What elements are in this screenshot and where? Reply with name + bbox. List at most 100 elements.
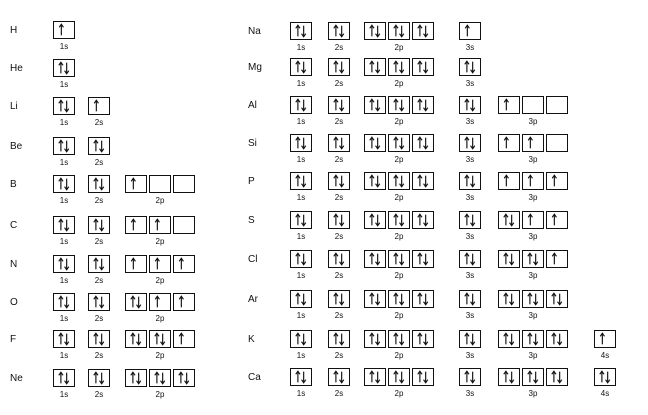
orbital-box <box>522 172 544 190</box>
element-symbol: C <box>10 220 18 231</box>
paired-electron-arrows-icon <box>58 257 70 271</box>
orbital-label: 2s <box>334 117 344 126</box>
element-symbol: Si <box>248 138 257 149</box>
paired-electron-arrows-icon <box>295 60 307 74</box>
orbital-box <box>412 211 434 229</box>
orbital-label: 2s <box>334 232 344 241</box>
paired-electron-arrows-icon <box>393 98 405 112</box>
element-symbol: Be <box>10 141 23 152</box>
orbital-box <box>522 134 544 152</box>
orbital-box <box>290 134 312 152</box>
orbital-label: 2s <box>334 351 344 360</box>
orbital-box <box>53 21 75 39</box>
orbital-box <box>594 368 616 386</box>
paired-electron-arrows-icon <box>58 139 70 153</box>
orbital-box <box>328 172 350 190</box>
orbital-label: 2p <box>394 155 404 164</box>
orbital-box <box>364 330 386 348</box>
orbital-label: 1s <box>59 276 69 285</box>
element-symbol: Al <box>248 100 257 111</box>
paired-electron-arrows-icon <box>393 213 405 227</box>
orbital-box <box>546 134 568 152</box>
orbital-box <box>498 330 520 348</box>
orbital-box <box>328 211 350 229</box>
orbital-box <box>412 22 434 40</box>
orbital-box <box>388 172 410 190</box>
orbital-box <box>88 175 110 193</box>
orbital-box <box>328 368 350 386</box>
paired-electron-arrows-icon <box>503 252 515 266</box>
up-electron-arrow-icon <box>551 252 557 265</box>
paired-electron-arrows-icon <box>393 60 405 74</box>
orbital-label: 3p <box>528 351 538 360</box>
orbital-label: 2p <box>155 196 165 205</box>
orbital-label: 3s <box>465 311 475 320</box>
paired-electron-arrows-icon <box>93 177 105 191</box>
paired-electron-arrows-icon <box>551 292 563 306</box>
orbital-label: 2p <box>394 79 404 88</box>
paired-electron-arrows-icon <box>503 292 515 306</box>
orbital-box <box>53 59 75 77</box>
paired-electron-arrows-icon <box>527 252 539 266</box>
orbital-label: 2p <box>394 117 404 126</box>
orbital-label: 2s <box>94 390 104 399</box>
orbital-box <box>546 368 568 386</box>
paired-electron-arrows-icon <box>58 371 70 385</box>
paired-electron-arrows-icon <box>417 213 429 227</box>
paired-electron-arrows-icon <box>93 371 105 385</box>
orbital-box <box>498 172 520 190</box>
up-electron-arrow-icon <box>527 213 533 226</box>
paired-electron-arrows-icon <box>369 252 381 266</box>
orbital-label: 4s <box>600 389 610 398</box>
orbital-box <box>459 96 481 114</box>
paired-electron-arrows-icon <box>130 295 142 309</box>
orbital-label: 1s <box>59 314 69 323</box>
paired-electron-arrows-icon <box>93 139 105 153</box>
orbital-box <box>290 172 312 190</box>
orbital-label: 2s <box>94 158 104 167</box>
orbital-box <box>88 330 110 348</box>
orbital-box <box>88 97 110 115</box>
orbital-label: 1s <box>296 389 306 398</box>
orbital-label: 1s <box>296 43 306 52</box>
up-electron-arrow-icon <box>464 24 470 37</box>
paired-electron-arrows-icon <box>58 295 70 309</box>
paired-electron-arrows-icon <box>417 60 429 74</box>
orbital-label: 3s <box>465 389 475 398</box>
paired-electron-arrows-icon <box>417 252 429 266</box>
element-symbol: Mg <box>248 62 262 73</box>
orbital-label: 3p <box>528 389 538 398</box>
orbital-box <box>522 290 544 308</box>
orbital-box <box>522 211 544 229</box>
paired-electron-arrows-icon <box>58 99 70 113</box>
orbital-box <box>328 330 350 348</box>
orbital-box <box>459 330 481 348</box>
orbital-label: 3s <box>465 117 475 126</box>
orbital-label: 2p <box>155 390 165 399</box>
orbital-box <box>125 293 147 311</box>
paired-electron-arrows-icon <box>295 98 307 112</box>
paired-electron-arrows-icon <box>417 292 429 306</box>
element-symbol: N <box>10 259 18 270</box>
orbital-label: 1s <box>59 390 69 399</box>
orbital-label: 2p <box>394 232 404 241</box>
orbital-box <box>388 330 410 348</box>
paired-electron-arrows-icon <box>333 292 345 306</box>
orbital-label: 2s <box>334 389 344 398</box>
orbital-label: 1s <box>59 237 69 246</box>
paired-electron-arrows-icon <box>295 370 307 384</box>
orbital-box <box>328 22 350 40</box>
orbital-box <box>328 250 350 268</box>
paired-electron-arrows-icon <box>93 218 105 232</box>
paired-electron-arrows-icon <box>295 332 307 346</box>
paired-electron-arrows-icon <box>551 332 563 346</box>
paired-electron-arrows-icon <box>417 174 429 188</box>
paired-electron-arrows-icon <box>295 292 307 306</box>
orbital-box <box>498 250 520 268</box>
orbital-box <box>173 330 195 348</box>
paired-electron-arrows-icon <box>464 60 476 74</box>
orbital-box <box>546 96 568 114</box>
paired-electron-arrows-icon <box>417 370 429 384</box>
paired-electron-arrows-icon <box>130 332 142 346</box>
element-symbol: Na <box>248 26 261 37</box>
